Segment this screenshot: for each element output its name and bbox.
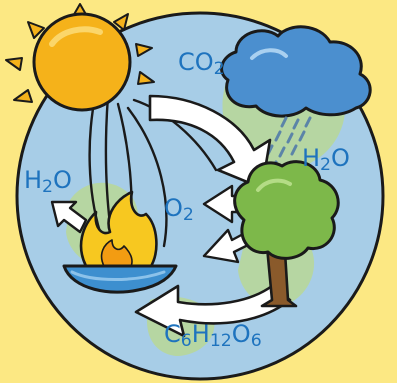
arrow-h2o-left — [50, 200, 88, 234]
h2o-label-right: H2O — [302, 144, 350, 175]
fire-icon — [62, 190, 178, 294]
o2-label: O2 — [164, 194, 194, 225]
co2-label: CO2 — [178, 48, 225, 79]
tree-icon — [233, 160, 340, 308]
glucose-label: C6H12O6 — [164, 320, 262, 351]
h2o-label-left: H2O — [24, 166, 72, 197]
arrow-glucose — [134, 284, 292, 338]
sun-icon — [5, 3, 155, 112]
